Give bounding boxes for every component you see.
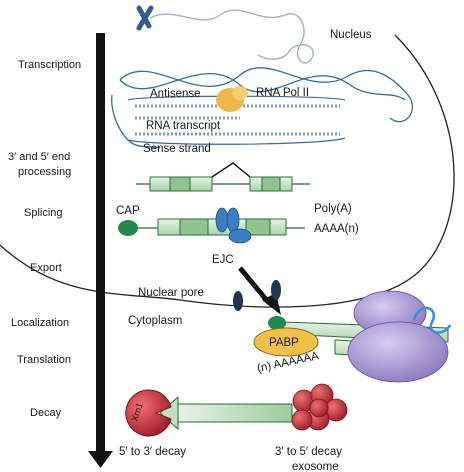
timeline-arrow-head xyxy=(88,451,113,468)
label-nuclear-pore: Nuclear pore xyxy=(138,287,204,299)
label-sense-strand: Sense strand xyxy=(143,143,211,155)
cap-cytoplasm xyxy=(268,316,286,330)
label-nucleus: Nucleus xyxy=(330,29,372,41)
pre-mrna xyxy=(136,162,310,192)
label-rna-transcript: RNA transcript xyxy=(146,120,221,132)
nuclear-pore xyxy=(233,280,281,311)
stage-end-processing-1: 3′ and 5′ end xyxy=(8,151,70,163)
label-decay-5to3: 5′ to 3′ decay xyxy=(119,446,186,458)
label-cytoplasm: Cytoplasm xyxy=(128,315,182,327)
chromatin-strand xyxy=(149,9,314,64)
stage-decay: Decay xyxy=(30,407,62,419)
stage-translation: Translation xyxy=(17,354,71,366)
label-decay-3to5-2: exosome xyxy=(292,461,339,472)
ejc xyxy=(215,207,252,244)
label-aaaa: AAAA(n) xyxy=(314,223,359,235)
stage-export: Export xyxy=(30,262,62,274)
stage-splicing: Splicing xyxy=(24,207,63,219)
dna-helix xyxy=(111,67,414,149)
label-decay-3to5-1: 3′ to 5′ decay xyxy=(275,446,342,458)
exosome-icon xyxy=(291,383,348,431)
pabp xyxy=(253,327,319,357)
nascent-peptide xyxy=(412,306,452,334)
ribosome xyxy=(347,290,449,383)
label-antisense: Antisense xyxy=(150,88,201,100)
label-pabp: PABP xyxy=(269,337,299,349)
stage-end-processing-2: processing xyxy=(18,166,71,178)
rna-pol-ii xyxy=(216,86,248,112)
cap xyxy=(118,220,138,236)
decay-mrna-arrow xyxy=(159,395,293,431)
label-cap: CAP xyxy=(116,205,140,217)
chromosome-icon xyxy=(136,5,154,31)
stage-localization: Localization xyxy=(11,317,69,329)
xrn1-icon xyxy=(125,389,172,437)
timeline-arrow-shaft xyxy=(96,33,105,451)
stage-transcription: Transcription xyxy=(18,59,81,71)
label-poly-a: Poly(A) xyxy=(314,203,352,215)
label-rna-pol: RNA Pol II xyxy=(256,87,309,99)
label-ejc: EJC xyxy=(212,254,234,266)
